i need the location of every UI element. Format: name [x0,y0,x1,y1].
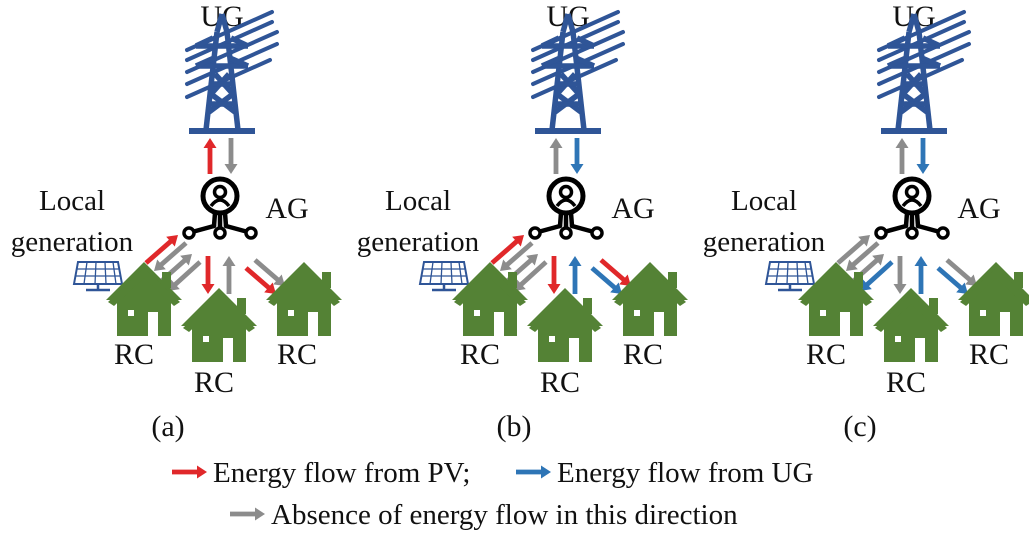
arrow-ag-to-pv [154,241,188,271]
panel-caption: (a) [151,410,184,443]
rc2-label: RC [194,366,234,399]
rc3-label: RC [969,338,1009,371]
local-generation-label-line1: Local [385,185,451,217]
rc1-house-icon [106,262,182,336]
local-generation-label-line2: generation [11,226,134,258]
legend-pv-text: Energy flow from PV; [213,457,470,489]
panel-1: UGAGLocalgenerationRCRCRC(a) [11,0,342,443]
arrow-ag-to-rc3-lower [936,266,968,294]
panel-caption: (b) [497,410,532,443]
rc3-house-icon [958,262,1029,336]
panel-3: UGAGLocalgenerationRCRCRC(c) [703,0,1029,443]
arrow-ag-to-rc2 [893,256,907,294]
rc2-house-icon [527,288,603,362]
arrow-ag-to-rc3-lower [244,266,276,294]
arrow-ag-to-rc1 [168,260,202,291]
local-generation-label-line1: Local [731,185,797,217]
arrow-ug-to-ag [570,138,584,174]
legend-ug-text: Energy flow from UG [557,457,813,489]
local-generation-label-line1: Local [39,185,105,217]
solar-panel-icon [418,260,470,292]
arrow-ag-to-ug [895,138,909,174]
legend-pv-arrow [172,465,207,479]
aggregator-icon [184,179,256,238]
arrow-rc2-to-ag [568,256,582,294]
arrow-ag-to-pv [846,241,880,271]
rc3-label: RC [623,338,663,371]
arrow-ag-to-rc1 [514,260,548,291]
local-generation-label-line2: generation [357,226,480,258]
rc1-house-icon [798,262,874,336]
arrow-ag-to-rc3-upper [599,258,631,286]
arrow-ag-to-pv [500,241,534,271]
panel-2: UGAGLocalgenerationRCRCRC(b) [357,0,688,443]
rc3-house-icon [612,262,688,336]
legend: Energy flow from PV; Energy flow from UG A… [172,457,813,531]
arrow-ag-to-rc1 [860,260,894,291]
rc2-label: RC [886,366,926,399]
arrow-ug-to-ag [916,138,930,174]
ag-label: AG [265,192,308,225]
local-generation-label-line2: generation [703,226,826,258]
panel-caption: (c) [843,410,876,443]
aggregator-icon [530,179,602,238]
legend-ug-arrow [516,465,551,479]
rc3-label: RC [277,338,317,371]
rc1-house-icon [452,262,528,336]
arrow-ag-to-rc2 [201,256,215,294]
arrow-pv-to-ag [490,235,524,265]
solar-panel-icon [72,260,124,292]
rc1-label: RC [460,338,500,371]
legend-none-arrow [230,507,265,521]
solar-panel-icon [764,260,816,292]
arrow-ug-to-ag [224,138,238,174]
arrow-ag-to-ug [203,138,217,174]
arrow-pv-to-ag [836,235,870,265]
arrow-ag-to-rc3-lower [590,266,622,294]
arrow-rc2-to-ag [222,256,236,294]
arrow-ag-to-rc3-upper [945,258,977,286]
rc1-label: RC [114,338,154,371]
ag-label: AG [611,192,654,225]
arrow-pv-to-ag [144,235,178,265]
rc2-label: RC [540,366,580,399]
arrow-rc2-to-ag [914,256,928,294]
rc2-house-icon [873,288,949,362]
rc1-label: RC [806,338,846,371]
ag-label: AG [957,192,1000,225]
arrow-ag-to-ug [549,138,563,174]
aggregator-icon [876,179,948,238]
arrow-ag-to-rc2 [547,256,561,294]
panels-layer: UGAGLocalgenerationRCRCRC(a)UGAGLocalgen… [11,0,1029,443]
rc3-house-icon [266,262,342,336]
arrow-ag-to-rc3-upper [253,258,285,286]
legend-none-text: Absence of energy flow in this direction [271,499,738,531]
rc2-house-icon [181,288,257,362]
